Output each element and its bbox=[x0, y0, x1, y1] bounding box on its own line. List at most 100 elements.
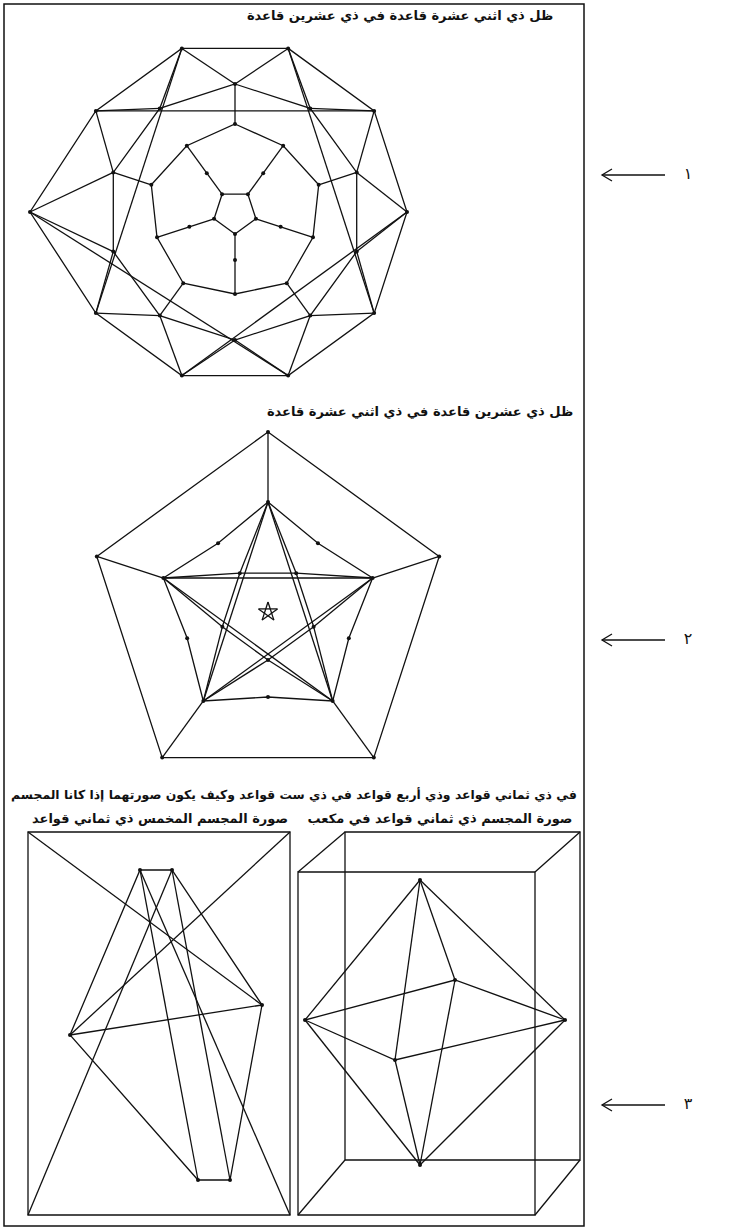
vertex-dot bbox=[216, 541, 220, 545]
figure-line bbox=[420, 880, 565, 1020]
figure-line bbox=[96, 48, 182, 313]
vertex-dot bbox=[371, 576, 375, 580]
figure-line bbox=[535, 1160, 580, 1215]
figure-line bbox=[268, 502, 296, 573]
vertex-dot bbox=[233, 82, 237, 86]
vertex-dot bbox=[266, 500, 270, 504]
vertex-dot bbox=[418, 878, 422, 882]
vertex-dot bbox=[279, 225, 283, 229]
vertex-dot bbox=[281, 144, 285, 148]
figure-line bbox=[319, 172, 357, 184]
vertex-dot bbox=[185, 144, 189, 148]
figure-line bbox=[305, 880, 420, 1020]
figure-line bbox=[357, 111, 374, 173]
vertex-dot bbox=[405, 210, 409, 214]
vertex-dot bbox=[94, 311, 98, 315]
arrow-head bbox=[602, 634, 612, 646]
figure-line bbox=[28, 870, 172, 1215]
figure-line bbox=[207, 173, 222, 194]
vertex-dot bbox=[95, 554, 99, 558]
vertex-dot bbox=[68, 1033, 72, 1037]
vertex-dot bbox=[238, 571, 242, 575]
vertex-dot bbox=[372, 109, 376, 113]
figure-line bbox=[203, 502, 268, 701]
figure-polygon bbox=[28, 832, 290, 1215]
figure-line bbox=[287, 283, 311, 315]
figure-line bbox=[602, 1104, 665, 1105]
vertex-dot bbox=[187, 225, 191, 229]
figure-line bbox=[420, 980, 455, 1165]
vertex-dot bbox=[220, 192, 224, 196]
figure-line bbox=[28, 832, 262, 1005]
figure-line bbox=[203, 578, 372, 701]
vertex-dot bbox=[312, 625, 316, 629]
callout-arrows bbox=[602, 169, 665, 1111]
figure-caption: ظل ذي اثني عشرة قاعدة في ذي عشرين قاعدة bbox=[245, 8, 555, 25]
figure-polygon bbox=[113, 84, 356, 340]
figure-line bbox=[602, 639, 665, 640]
figure-caption: صورة المجسم ذي ثماني قواعد في مكعب bbox=[306, 811, 575, 828]
vertex-dot bbox=[372, 756, 376, 760]
figure-line bbox=[234, 260, 235, 294]
vertex-dot bbox=[111, 250, 115, 254]
figure-line bbox=[96, 110, 374, 111]
vertex-dot bbox=[185, 636, 189, 640]
figure-line bbox=[268, 660, 333, 701]
figure-line bbox=[182, 212, 407, 376]
figure-line bbox=[420, 880, 455, 980]
callout-number: ٣ bbox=[682, 1094, 695, 1115]
figure-polygon bbox=[345, 832, 580, 1160]
figure-line bbox=[113, 172, 151, 184]
figure-line bbox=[160, 316, 182, 376]
vertex-dot bbox=[111, 170, 115, 174]
figure-line bbox=[258, 609, 273, 620]
vertex-dot bbox=[233, 122, 237, 126]
figure-line bbox=[240, 502, 268, 573]
figure-polygon bbox=[222, 573, 313, 660]
figure-line bbox=[187, 146, 207, 174]
figure-line bbox=[203, 627, 222, 701]
figure-line bbox=[373, 556, 440, 578]
vertex-dot bbox=[233, 258, 237, 262]
figure-line bbox=[314, 578, 373, 627]
vertex-dot bbox=[246, 192, 250, 196]
figure-caption: صورة المجسم المخمس ذي ثماني قواعد bbox=[30, 811, 290, 828]
figure-line bbox=[140, 870, 198, 1180]
figure-line bbox=[163, 578, 222, 627]
vertex-dot bbox=[355, 170, 359, 174]
vertex-dot bbox=[170, 868, 174, 872]
vertex-dot bbox=[393, 1058, 397, 1062]
vertex-dot bbox=[233, 232, 237, 236]
vertex-dot bbox=[303, 1018, 307, 1022]
vertex-dot bbox=[201, 699, 205, 703]
vertex-dot bbox=[228, 1178, 232, 1182]
vertex-dot bbox=[233, 338, 237, 342]
figure-line bbox=[30, 212, 113, 252]
figure-line bbox=[395, 1060, 420, 1165]
figure-line bbox=[288, 48, 374, 313]
figure-line bbox=[96, 313, 160, 315]
vertex-dot bbox=[294, 571, 298, 575]
figure-polygon bbox=[70, 870, 262, 1180]
vertex-dot bbox=[180, 46, 184, 50]
figure-two bbox=[95, 430, 441, 760]
vertex-dot bbox=[317, 183, 321, 187]
figure-line bbox=[263, 146, 283, 174]
vertex-dot bbox=[347, 636, 351, 640]
figure-line bbox=[298, 1160, 345, 1215]
vertex-dot bbox=[286, 46, 290, 50]
figure-line bbox=[160, 283, 184, 315]
vertex-dot bbox=[453, 978, 457, 982]
figure-line bbox=[234, 234, 235, 260]
arrow-head bbox=[602, 169, 612, 181]
callout-number: ٢ bbox=[682, 629, 695, 650]
figure-line bbox=[298, 832, 345, 872]
page-frame bbox=[4, 4, 584, 1226]
figure-line bbox=[172, 870, 230, 1180]
figure-line bbox=[162, 701, 203, 758]
figure-line bbox=[70, 832, 290, 1035]
vertex-dot bbox=[160, 756, 164, 760]
figure-line bbox=[333, 701, 374, 758]
